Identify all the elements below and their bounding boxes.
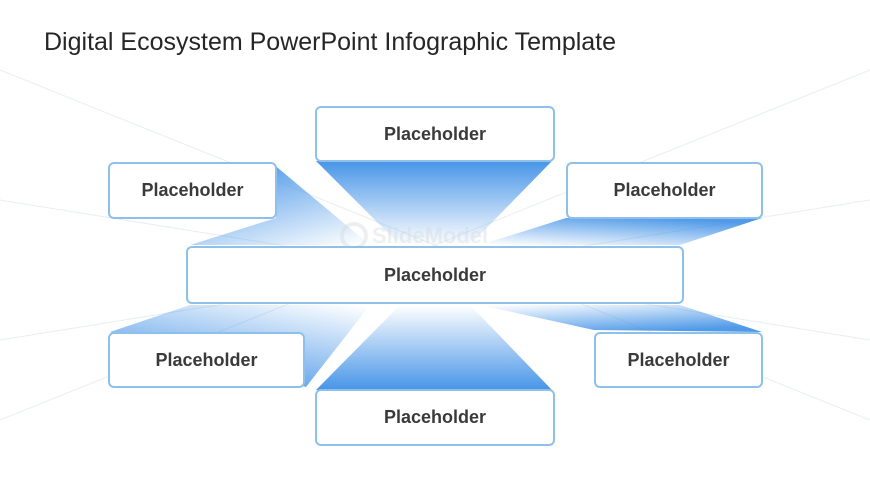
placeholder-box-upper-left[interactable]: Placeholder bbox=[108, 162, 277, 219]
placeholder-box-upper-right[interactable]: Placeholder bbox=[566, 162, 763, 219]
placeholder-box-lower-left[interactable]: Placeholder bbox=[108, 332, 305, 388]
placeholder-box-center[interactable]: Placeholder bbox=[186, 246, 684, 304]
watermark-text: SlideModel bbox=[372, 223, 489, 248]
placeholder-box-top[interactable]: Placeholder bbox=[315, 106, 555, 162]
ray-top bbox=[316, 161, 552, 245]
placeholder-box-bottom[interactable]: Placeholder bbox=[315, 389, 555, 446]
ray-lower-right bbox=[480, 305, 762, 332]
slide-title: Digital Ecosystem PowerPoint Infographic… bbox=[44, 28, 617, 56]
ray-bottom bbox=[316, 305, 552, 390]
ray-upper-left bbox=[190, 163, 370, 245]
ray-upper-right bbox=[480, 218, 762, 245]
placeholder-box-lower-right[interactable]: Placeholder bbox=[594, 332, 763, 388]
